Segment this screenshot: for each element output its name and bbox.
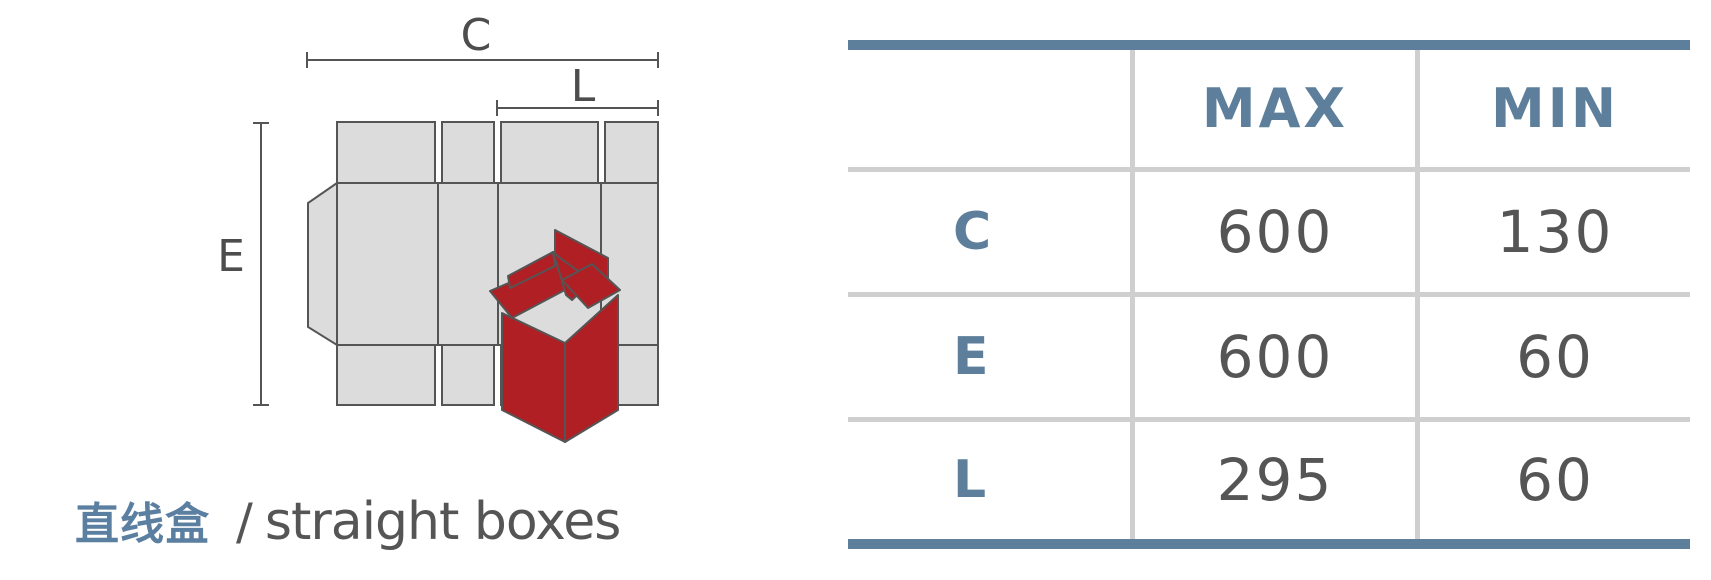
dimension-c-label: C [461,10,492,61]
table-row: E 600 60 [848,292,1690,420]
box-style-caption: 直线盒 / straight boxes [75,488,621,552]
caption-separator: / [236,493,253,551]
row-label: C [848,167,1133,295]
dimension-l [496,100,659,116]
min-value: 60 [1415,416,1690,544]
table-row: L 295 60 [848,416,1690,544]
header-blank-cell [848,45,1133,170]
max-value: 295 [1130,416,1418,544]
folded-box [489,229,621,443]
dimension-e-label: E [217,231,245,282]
caption-chinese: 直线盒 [75,499,210,550]
dimension-spec-table: MAX MIN C 600 130 E 600 60 L 295 60 [848,40,1690,549]
max-value: 600 [1130,167,1418,295]
row-label: E [848,292,1133,420]
min-value: 60 [1415,292,1690,420]
table-row: C 600 130 [848,167,1690,295]
dimension-e [253,122,269,406]
min-value: 130 [1415,167,1690,295]
dimension-c [306,52,659,68]
header-min: MIN [1415,45,1690,170]
row-label: L [848,416,1133,544]
dimension-l-label: L [571,61,596,112]
straight-box-diagram: C L E [217,10,659,443]
caption-english: straight boxes [264,492,622,552]
table-header-row: MAX MIN [848,45,1690,170]
max-value: 600 [1130,292,1418,420]
header-max: MAX [1130,45,1418,170]
